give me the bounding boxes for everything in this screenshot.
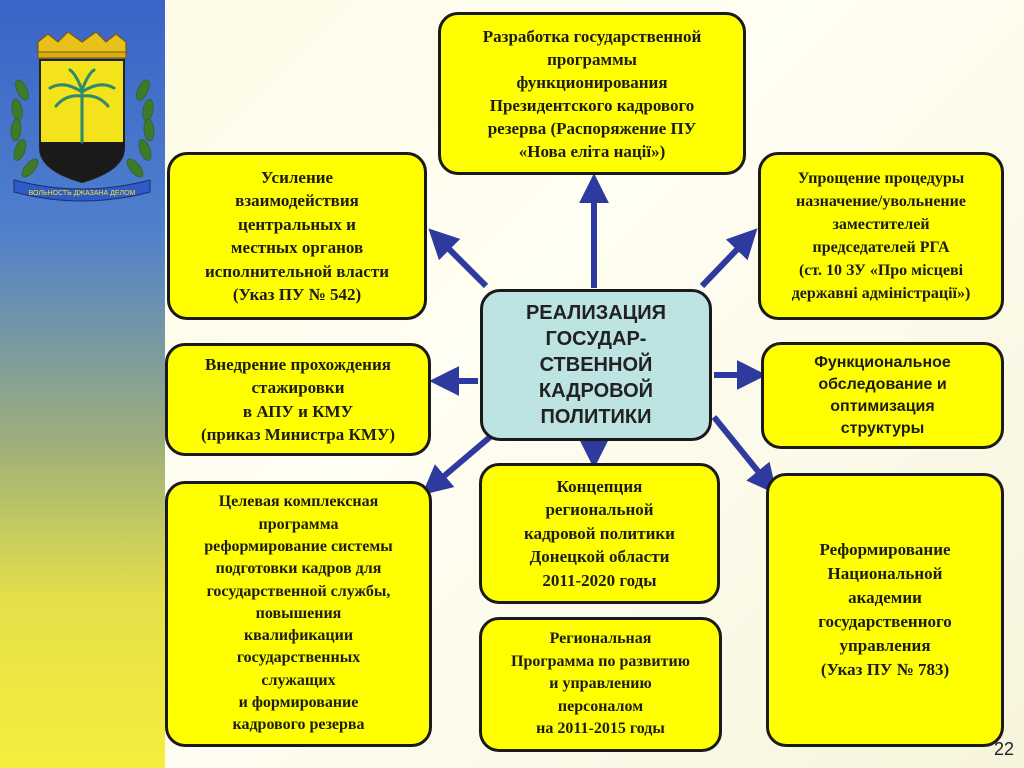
box-simplify-appointment: Упрощение процедуры назначение/увольнени…: [758, 152, 1004, 320]
box-functional-survey: Функциональное обследование и оптимизаци…: [761, 342, 1004, 449]
coat-of-arms-icon: ВОЛЬНОСТЬ ДЖАЗАНА ДЕЛОМ: [10, 31, 155, 202]
box-academy-reform-text: Реформирование Национальной академии гос…: [818, 540, 952, 679]
box-central-local-interaction: Усиление взаимодействия центральных и ме…: [167, 152, 427, 320]
arrow-up-left: [428, 228, 489, 289]
box-president-reserve-program: Разработка государственной программы фун…: [438, 12, 746, 175]
center-box-text: РЕАЛИЗАЦИЯ ГОСУДАР- СТВЕННОЙ КАДРОВОЙ ПО…: [525, 302, 667, 428]
box-internship-text: Внедрение прохождения стажировки в АПУ и…: [200, 354, 396, 445]
box-internship: Внедрение прохождения стажировки в АПУ и…: [165, 343, 431, 456]
arrow-down-right: [711, 415, 777, 495]
arrow-up-right: [699, 228, 758, 289]
box-academy-reform: Реформирование Национальной академии гос…: [766, 473, 1004, 747]
box-central-local-interaction-text: Усиление взаимодействия центральных и ме…: [205, 167, 389, 305]
box-functional-survey-text: Функциональное обследование и оптимизаци…: [814, 353, 951, 437]
center-box-policy-implementation: РЕАЛИЗАЦИЯ ГОСУДАР- СТВЕННОЙ КАДРОВОЙ ПО…: [480, 289, 712, 441]
box-president-reserve-program-text: Разработка государственной программы фун…: [482, 26, 702, 161]
page-number: 22: [993, 739, 1014, 759]
box-regional-program: Региональная Программа по развитию и упр…: [479, 617, 722, 752]
arrow-down-left: [421, 434, 492, 495]
box-targeted-program-text: Целевая комплексная программа реформиров…: [204, 493, 393, 734]
box-targeted-program: Целевая комплексная программа реформиров…: [165, 481, 432, 747]
emblem-motto: ВОЛЬНОСТЬ ДЖАЗАНА ДЕЛОМ: [29, 190, 136, 197]
box-regional-personnel-concept-text: Концепция региональной кадровой политики…: [524, 476, 675, 590]
box-regional-program-text: Региональная Программа по развитию и упр…: [511, 630, 690, 738]
box-simplify-appointment-text: Упрощение процедуры назначение/увольнени…: [791, 170, 971, 302]
box-regional-personnel-concept: Концепция региональной кадровой политики…: [479, 463, 720, 604]
